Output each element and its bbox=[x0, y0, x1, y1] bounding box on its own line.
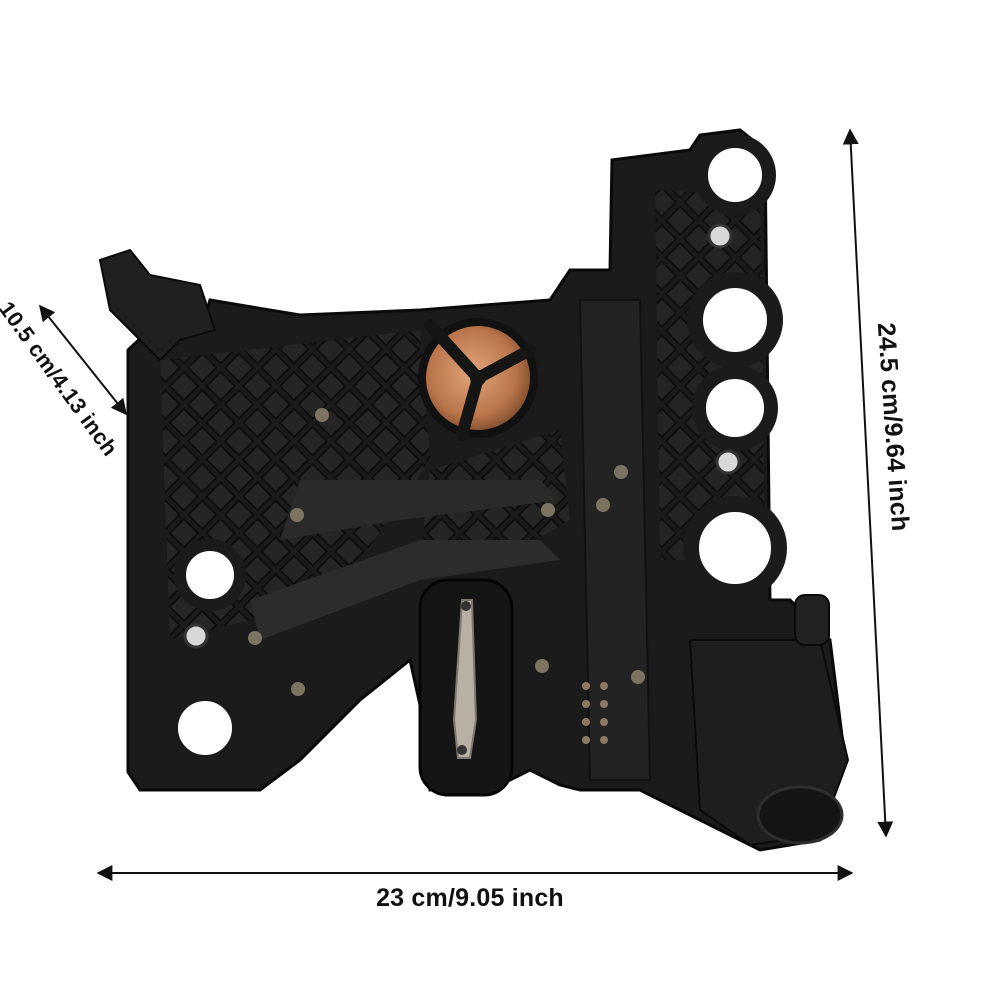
plate-body bbox=[98, 128, 850, 852]
height-arrow bbox=[842, 128, 894, 838]
depth-arrow bbox=[39, 304, 127, 416]
width-dimension-label: 23 cm/9.05 inch bbox=[376, 884, 564, 912]
